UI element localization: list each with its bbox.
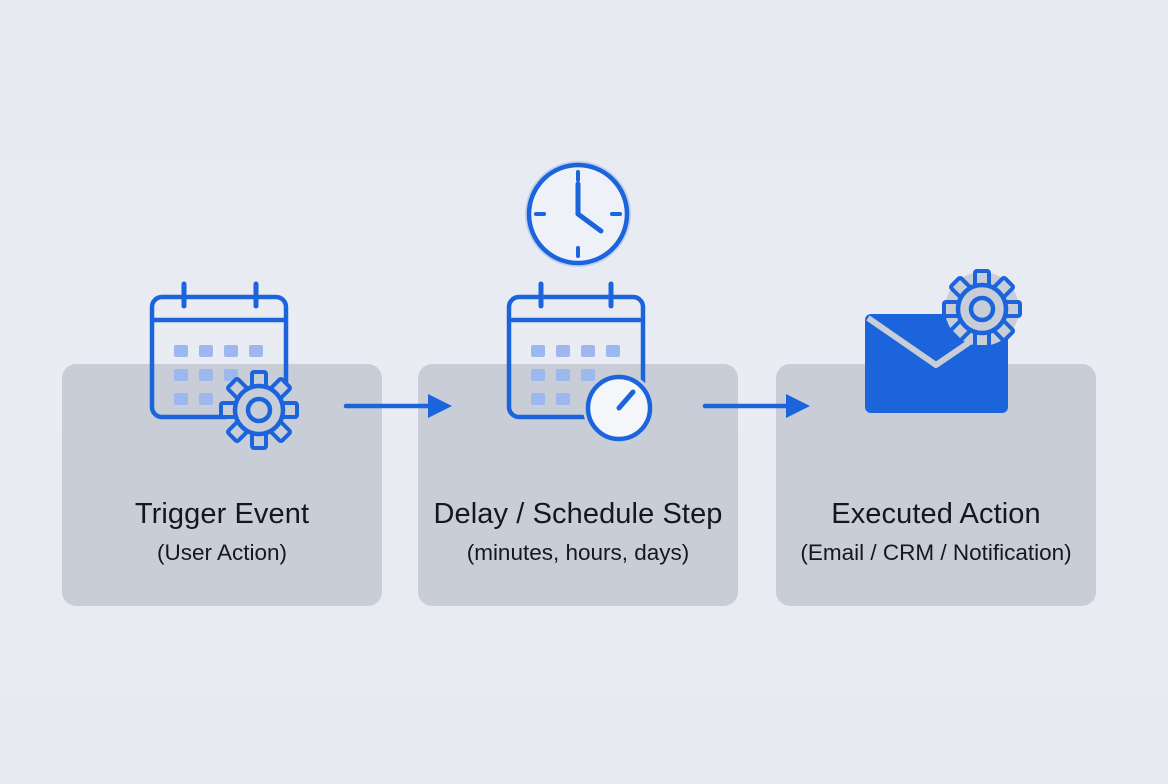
clock-icon <box>525 161 631 267</box>
step-title: Trigger Event <box>134 498 310 530</box>
step-subtitle: (minutes, hours, days) <box>466 540 690 565</box>
step-title: Delay / Schedule Step <box>433 498 723 530</box>
calendar-timer-icon <box>506 281 655 444</box>
arrow-right-icon <box>343 394 452 418</box>
step-title: Executed Action <box>831 498 1041 530</box>
arrow-right-icon <box>702 394 810 418</box>
step-subtitle: (Email / CRM / Notification) <box>800 540 1072 565</box>
step-subtitle: (User Action) <box>156 540 288 565</box>
step-card-delay <box>418 364 738 606</box>
envelope-gear-icon <box>865 269 1022 413</box>
calendar-gear-icon <box>149 281 299 450</box>
